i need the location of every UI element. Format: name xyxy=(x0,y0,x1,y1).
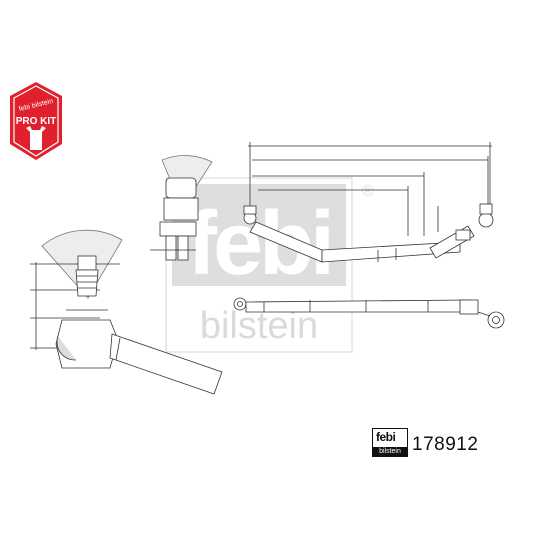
small-febi-logo: febi bilstein xyxy=(372,428,408,457)
part-number: 178912 xyxy=(412,434,479,455)
drag-link-side-view xyxy=(233,297,505,329)
wrench-icon xyxy=(26,126,46,150)
registered-mark: ® xyxy=(362,183,374,200)
joint-side-view xyxy=(150,155,213,261)
watermark-logo: febi bilstein ® xyxy=(165,177,374,353)
watermark-top-text: febi xyxy=(187,194,331,294)
tie-rod-end-detail xyxy=(30,229,223,395)
drag-link-top-view xyxy=(243,142,494,263)
small-logo-bottom-text: bilstein xyxy=(373,447,407,456)
small-logo-top-text: febi xyxy=(376,430,396,444)
pro-kit-badge: febi bilstein PRO KIT xyxy=(10,82,62,160)
badge-kit-text: PRO KIT xyxy=(16,116,57,127)
